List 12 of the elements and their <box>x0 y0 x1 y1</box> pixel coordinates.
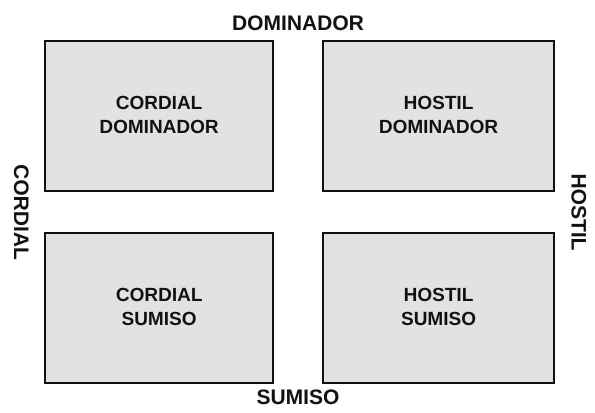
quadrant-box <box>322 232 555 384</box>
quadrant-label: CORDIAL SUMISO <box>116 284 202 332</box>
quadrant-label: HOSTIL SUMISO <box>401 284 476 332</box>
axis-label: CORDIAL <box>8 164 32 260</box>
quadrant-box <box>322 40 555 192</box>
axis-label: DOMINADOR <box>232 12 364 36</box>
quadrant-label: HOSTIL DOMINADOR <box>378 92 498 140</box>
quadrant-box <box>44 232 274 384</box>
quadrant-box <box>44 40 274 192</box>
quadrant-label: CORDIAL DOMINADOR <box>99 92 219 140</box>
axis-label: HOSTIL <box>565 174 589 250</box>
axis-label: SUMISO <box>256 386 340 410</box>
